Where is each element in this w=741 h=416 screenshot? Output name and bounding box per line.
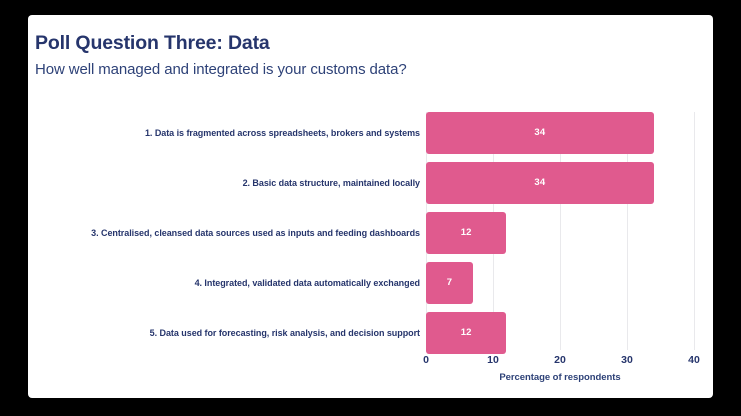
bar[interactable] xyxy=(426,112,654,154)
bar-value-label: 12 xyxy=(460,327,472,338)
bar-row[interactable]: 34 xyxy=(426,162,694,204)
gridline-30 xyxy=(627,112,628,350)
category-label: 5. Data used for forecasting, risk analy… xyxy=(149,328,420,338)
x-tick-label: 20 xyxy=(554,354,566,366)
bar-row[interactable]: 12 xyxy=(426,212,694,254)
bars-layer: 34 34 12 7 12 xyxy=(426,100,694,354)
x-axis-title: Percentage of respondents xyxy=(499,372,621,383)
x-tick-label: 0 xyxy=(423,354,429,366)
gridline-20 xyxy=(560,112,561,350)
bar-chart: 1. Data is fragmented across spreadsheet… xyxy=(28,100,713,398)
bar-value-label: 34 xyxy=(534,177,546,188)
bar[interactable] xyxy=(426,162,654,204)
category-label: 2. Basic data structure, maintained loca… xyxy=(242,178,420,188)
x-tick-label: 40 xyxy=(688,354,700,366)
x-tick-label: 30 xyxy=(621,354,633,366)
bar-value-label: 34 xyxy=(534,127,546,138)
bar[interactable] xyxy=(426,262,473,304)
bar-row[interactable]: 34 xyxy=(426,112,694,154)
slide-card: Poll Question Three: Data How well manag… xyxy=(28,15,713,398)
slide-header: Poll Question Three: Data How well manag… xyxy=(35,32,675,79)
plot-region: 34 34 12 7 12 xyxy=(426,100,695,354)
bar-row[interactable]: 7 xyxy=(426,262,694,304)
gridline-40 xyxy=(694,112,695,350)
x-tick-label: 10 xyxy=(487,354,499,366)
category-axis-labels: 1. Data is fragmented across spreadsheet… xyxy=(28,100,420,350)
category-label: 4. Integrated, validated data automatica… xyxy=(194,278,420,288)
category-label: 3. Centralised, cleansed data sources us… xyxy=(91,228,420,238)
x-axis: 0 10 20 30 40 xyxy=(423,350,700,370)
category-label: 1. Data is fragmented across spreadsheet… xyxy=(144,128,420,138)
bar-value-label: 12 xyxy=(460,227,472,238)
bar[interactable] xyxy=(426,212,507,254)
page-title: Poll Question Three: Data xyxy=(35,32,270,54)
bar-row[interactable]: 12 xyxy=(426,312,694,354)
bar[interactable] xyxy=(426,312,507,354)
bar-value-label: 7 xyxy=(446,277,453,288)
page-subtitle: How well managed and integrated is your … xyxy=(35,61,407,79)
